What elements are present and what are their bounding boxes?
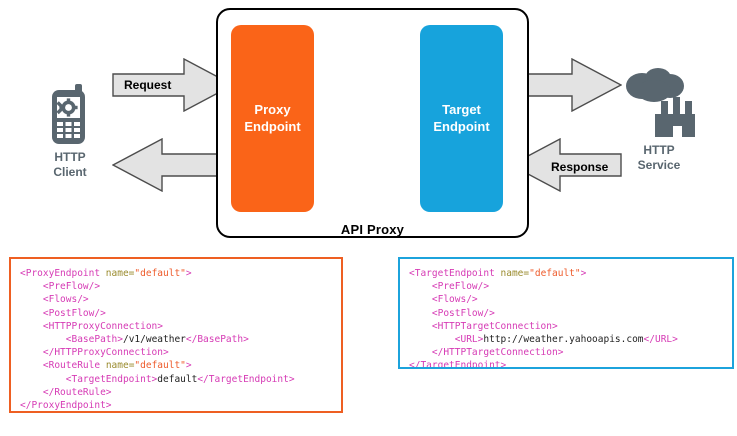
code-token <box>409 334 455 345</box>
code-token <box>409 347 432 358</box>
arrow-service-to-target <box>510 138 622 192</box>
code-token: </HTTPTargetConnection> <box>431 347 564 359</box>
arrow-label-request: Request <box>124 78 172 92</box>
code-token: <PreFlow/> <box>431 281 490 293</box>
proxy-endpoint-label-line2: Endpoint <box>244 118 301 134</box>
code-token: "default" <box>134 268 186 279</box>
target-endpoint-label-line1: Target <box>442 102 481 118</box>
target-endpoint-box[interactable]: Target Endpoint <box>420 25 503 212</box>
code-token: </BasePath> <box>185 334 249 346</box>
code-token: </TargetEndpoint> <box>409 360 507 369</box>
code-token: name= <box>105 268 135 279</box>
code-token: <Flows/> <box>42 294 89 306</box>
http-client-caption-line2: Client <box>53 165 87 179</box>
code-token: <ProxyEndpoint <box>20 268 106 279</box>
code-token: <PostFlow/> <box>42 307 106 319</box>
code-token: <TargetEndpoint <box>409 268 501 279</box>
code-token: name= <box>105 360 135 372</box>
code-token <box>20 281 43 292</box>
http-service-caption: HTTP Service <box>624 143 694 173</box>
code-token: <BasePath> <box>65 334 123 346</box>
code-token <box>20 347 43 358</box>
code-token <box>409 308 432 319</box>
proxy-endpoint-box[interactable]: Proxy Endpoint <box>231 25 314 212</box>
api-proxy-label: API Proxy <box>340 222 405 237</box>
code-token <box>20 294 43 305</box>
code-token: <PostFlow/> <box>431 307 495 319</box>
arrow-client-to-proxy <box>112 58 234 112</box>
code-token <box>20 321 43 332</box>
proxy-endpoint-code-block: <ProxyEndpoint name="default"> <PreFlow/… <box>9 257 343 413</box>
code-token: "default" <box>134 360 186 372</box>
code-token: </HTTPProxyConnection> <box>42 347 169 359</box>
factory-cloud-icon <box>620 64 698 144</box>
http-client-caption-line1: HTTP <box>54 150 86 164</box>
mobile-phone-gear-icon <box>48 84 92 146</box>
code-token: <HTTPProxyConnection> <box>42 320 163 332</box>
api-proxy-diagram: HTTP Client HTTP Service <box>35 8 698 238</box>
code-token: /v1/weather <box>122 334 186 346</box>
code-token: </URL> <box>643 334 678 346</box>
code-token: </ProxyEndpoint> <box>20 400 112 412</box>
code-token: default <box>157 373 198 385</box>
code-token <box>20 334 66 345</box>
code-token: "default" <box>529 268 581 279</box>
code-token: <HTTPTargetConnection> <box>431 320 558 332</box>
code-token <box>20 360 43 371</box>
code-token: <RouteRule <box>42 360 106 372</box>
proxy-endpoint-label-line1: Proxy <box>254 102 291 118</box>
code-token: <TargetEndpoint> <box>65 373 158 385</box>
http-client-caption: HTTP Client <box>35 150 105 180</box>
code-token: </TargetEndpoint> <box>197 373 295 385</box>
code-token: </RouteRule> <box>42 386 112 398</box>
code-token <box>409 321 432 332</box>
target-endpoint-label-line2: Endpoint <box>433 118 490 134</box>
code-token <box>409 294 432 305</box>
code-token: <Flows/> <box>431 294 478 306</box>
arrow-label-response: Response <box>551 160 609 174</box>
code-token: <PreFlow/> <box>42 281 101 293</box>
code-token <box>20 308 43 319</box>
code-token: <URL> <box>454 334 484 346</box>
code-token <box>409 281 432 292</box>
code-token: name= <box>500 268 530 279</box>
http-service-caption-line1: HTTP <box>643 143 675 157</box>
code-token: > <box>185 268 192 279</box>
code-token <box>20 387 43 398</box>
code-token: http://weather.yahooapis.com <box>483 334 644 346</box>
code-token <box>20 374 66 385</box>
http-service-caption-line2: Service <box>637 158 681 172</box>
code-token: > <box>185 360 192 372</box>
target-endpoint-code-block: <TargetEndpoint name="default"> <PreFlow… <box>398 257 734 369</box>
code-token: > <box>580 268 587 279</box>
